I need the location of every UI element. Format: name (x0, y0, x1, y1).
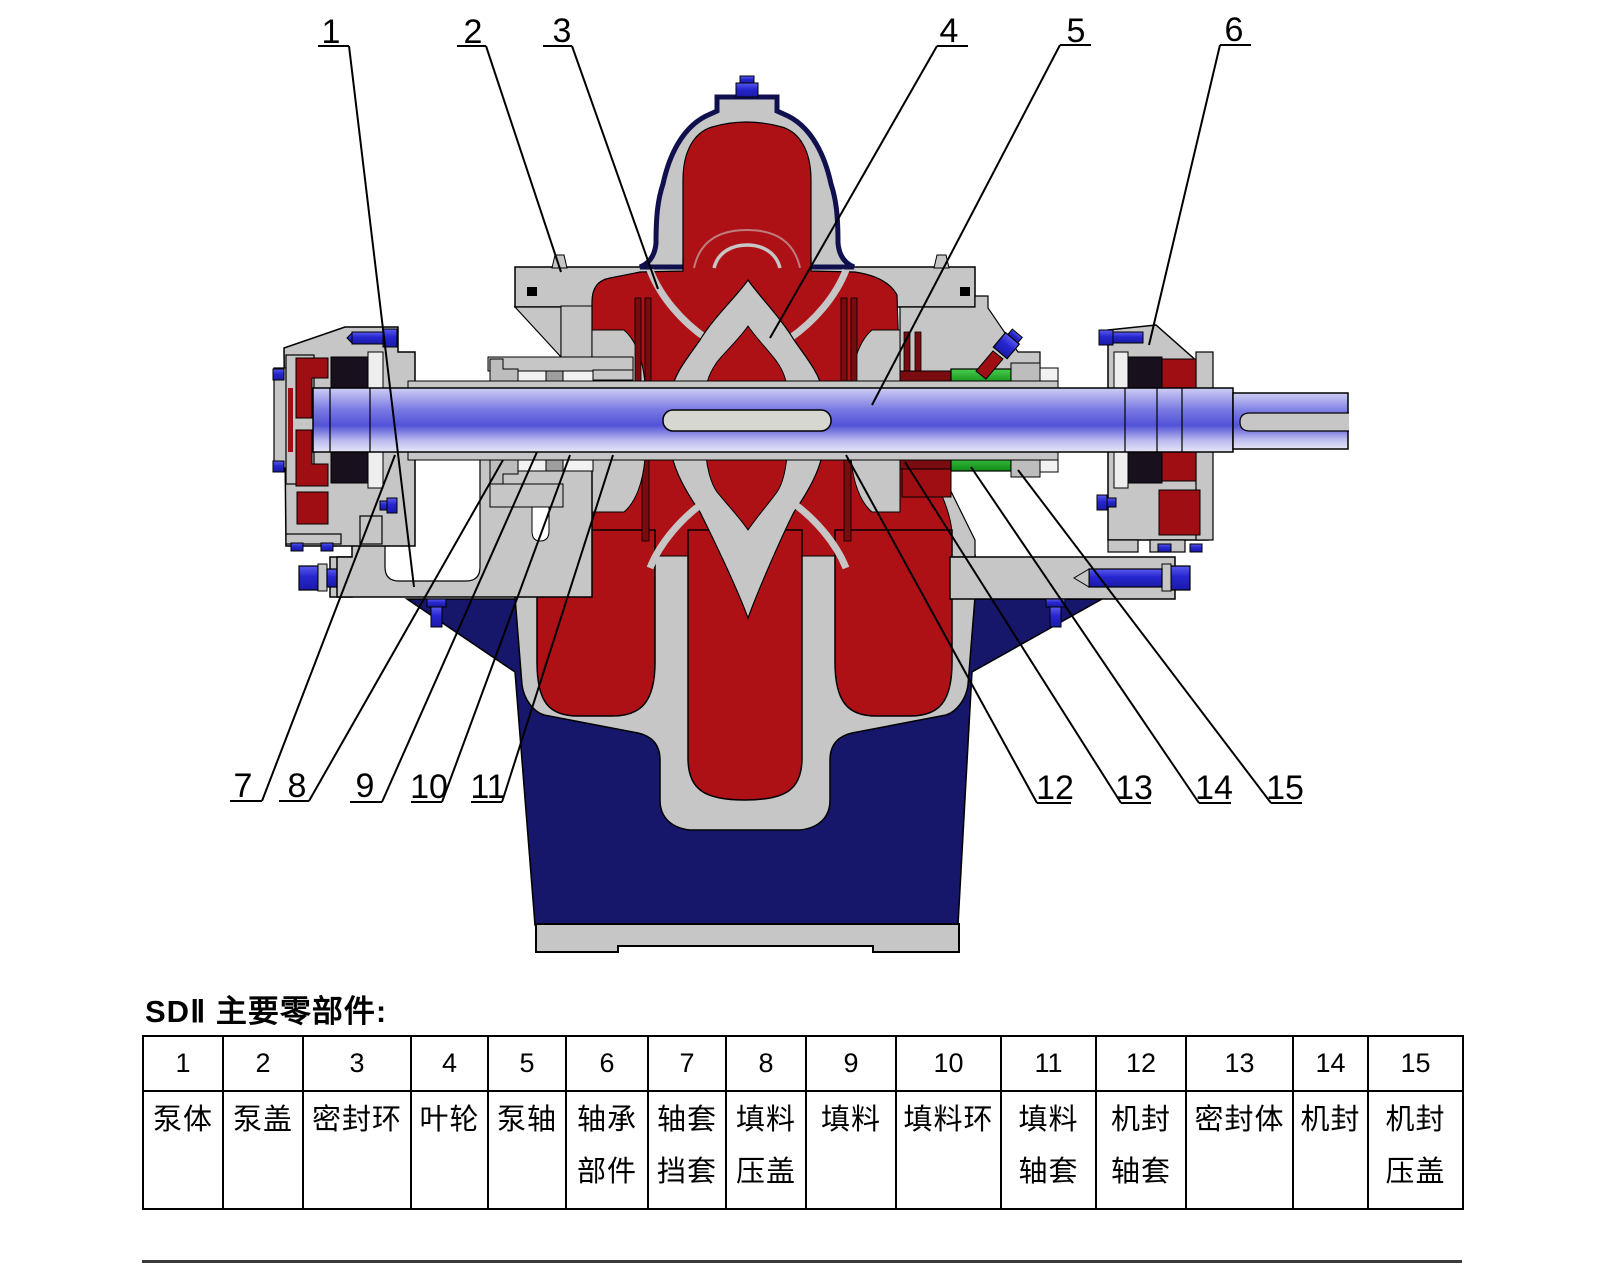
svg-text:7: 7 (234, 767, 253, 805)
svg-text:12: 12 (1036, 769, 1074, 807)
svg-text:4: 4 (940, 12, 959, 50)
svg-text:9: 9 (356, 767, 375, 805)
svg-text:8: 8 (288, 767, 307, 805)
svg-text:5: 5 (1067, 12, 1086, 50)
svg-text:13: 13 (1115, 769, 1153, 807)
svg-text:11: 11 (470, 768, 505, 806)
svg-text:1: 1 (322, 13, 341, 51)
svg-text:14: 14 (1195, 769, 1233, 807)
svg-text:6: 6 (1225, 11, 1244, 49)
svg-text:3: 3 (553, 12, 572, 50)
svg-text:10: 10 (410, 768, 448, 806)
svg-text:15: 15 (1266, 769, 1304, 807)
svg-text:2: 2 (464, 13, 483, 51)
